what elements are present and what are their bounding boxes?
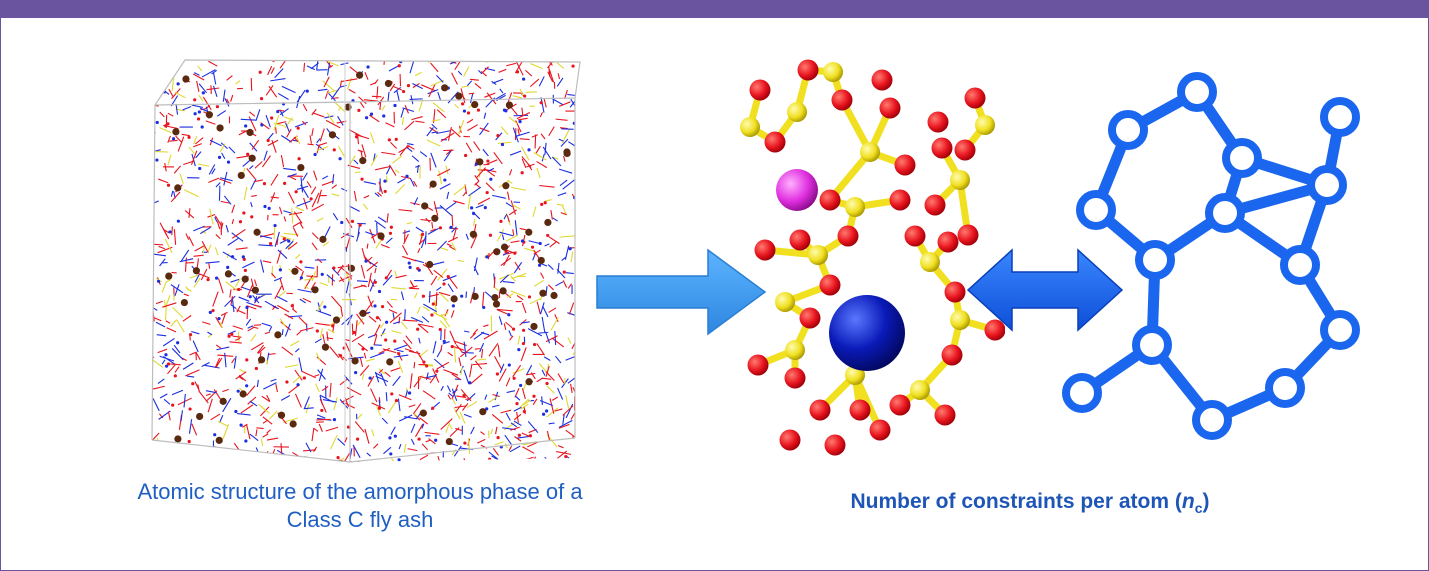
right-arrow	[596, 248, 767, 336]
right-caption-text: Number of constraints per atom (	[850, 490, 1182, 513]
left-caption: Atomic structure of the amorphous phase …	[40, 478, 680, 534]
right-caption-close: )	[1202, 490, 1210, 513]
left-caption-line2: Class C fly ash	[286, 507, 434, 532]
constraint-network	[1062, 72, 1360, 440]
atomic-structure-box	[151, 59, 581, 463]
left-caption-line1: Atomic structure of the amorphous phase …	[137, 479, 583, 504]
double-arrow	[966, 248, 1124, 332]
header-bar	[0, 0, 1429, 18]
right-caption-subscript: c	[1194, 500, 1203, 517]
molecular-structure	[740, 59, 1005, 456]
right-caption: Number of constraints per atom (nc)	[740, 490, 1320, 516]
right-caption-symbol: n	[1181, 490, 1195, 513]
